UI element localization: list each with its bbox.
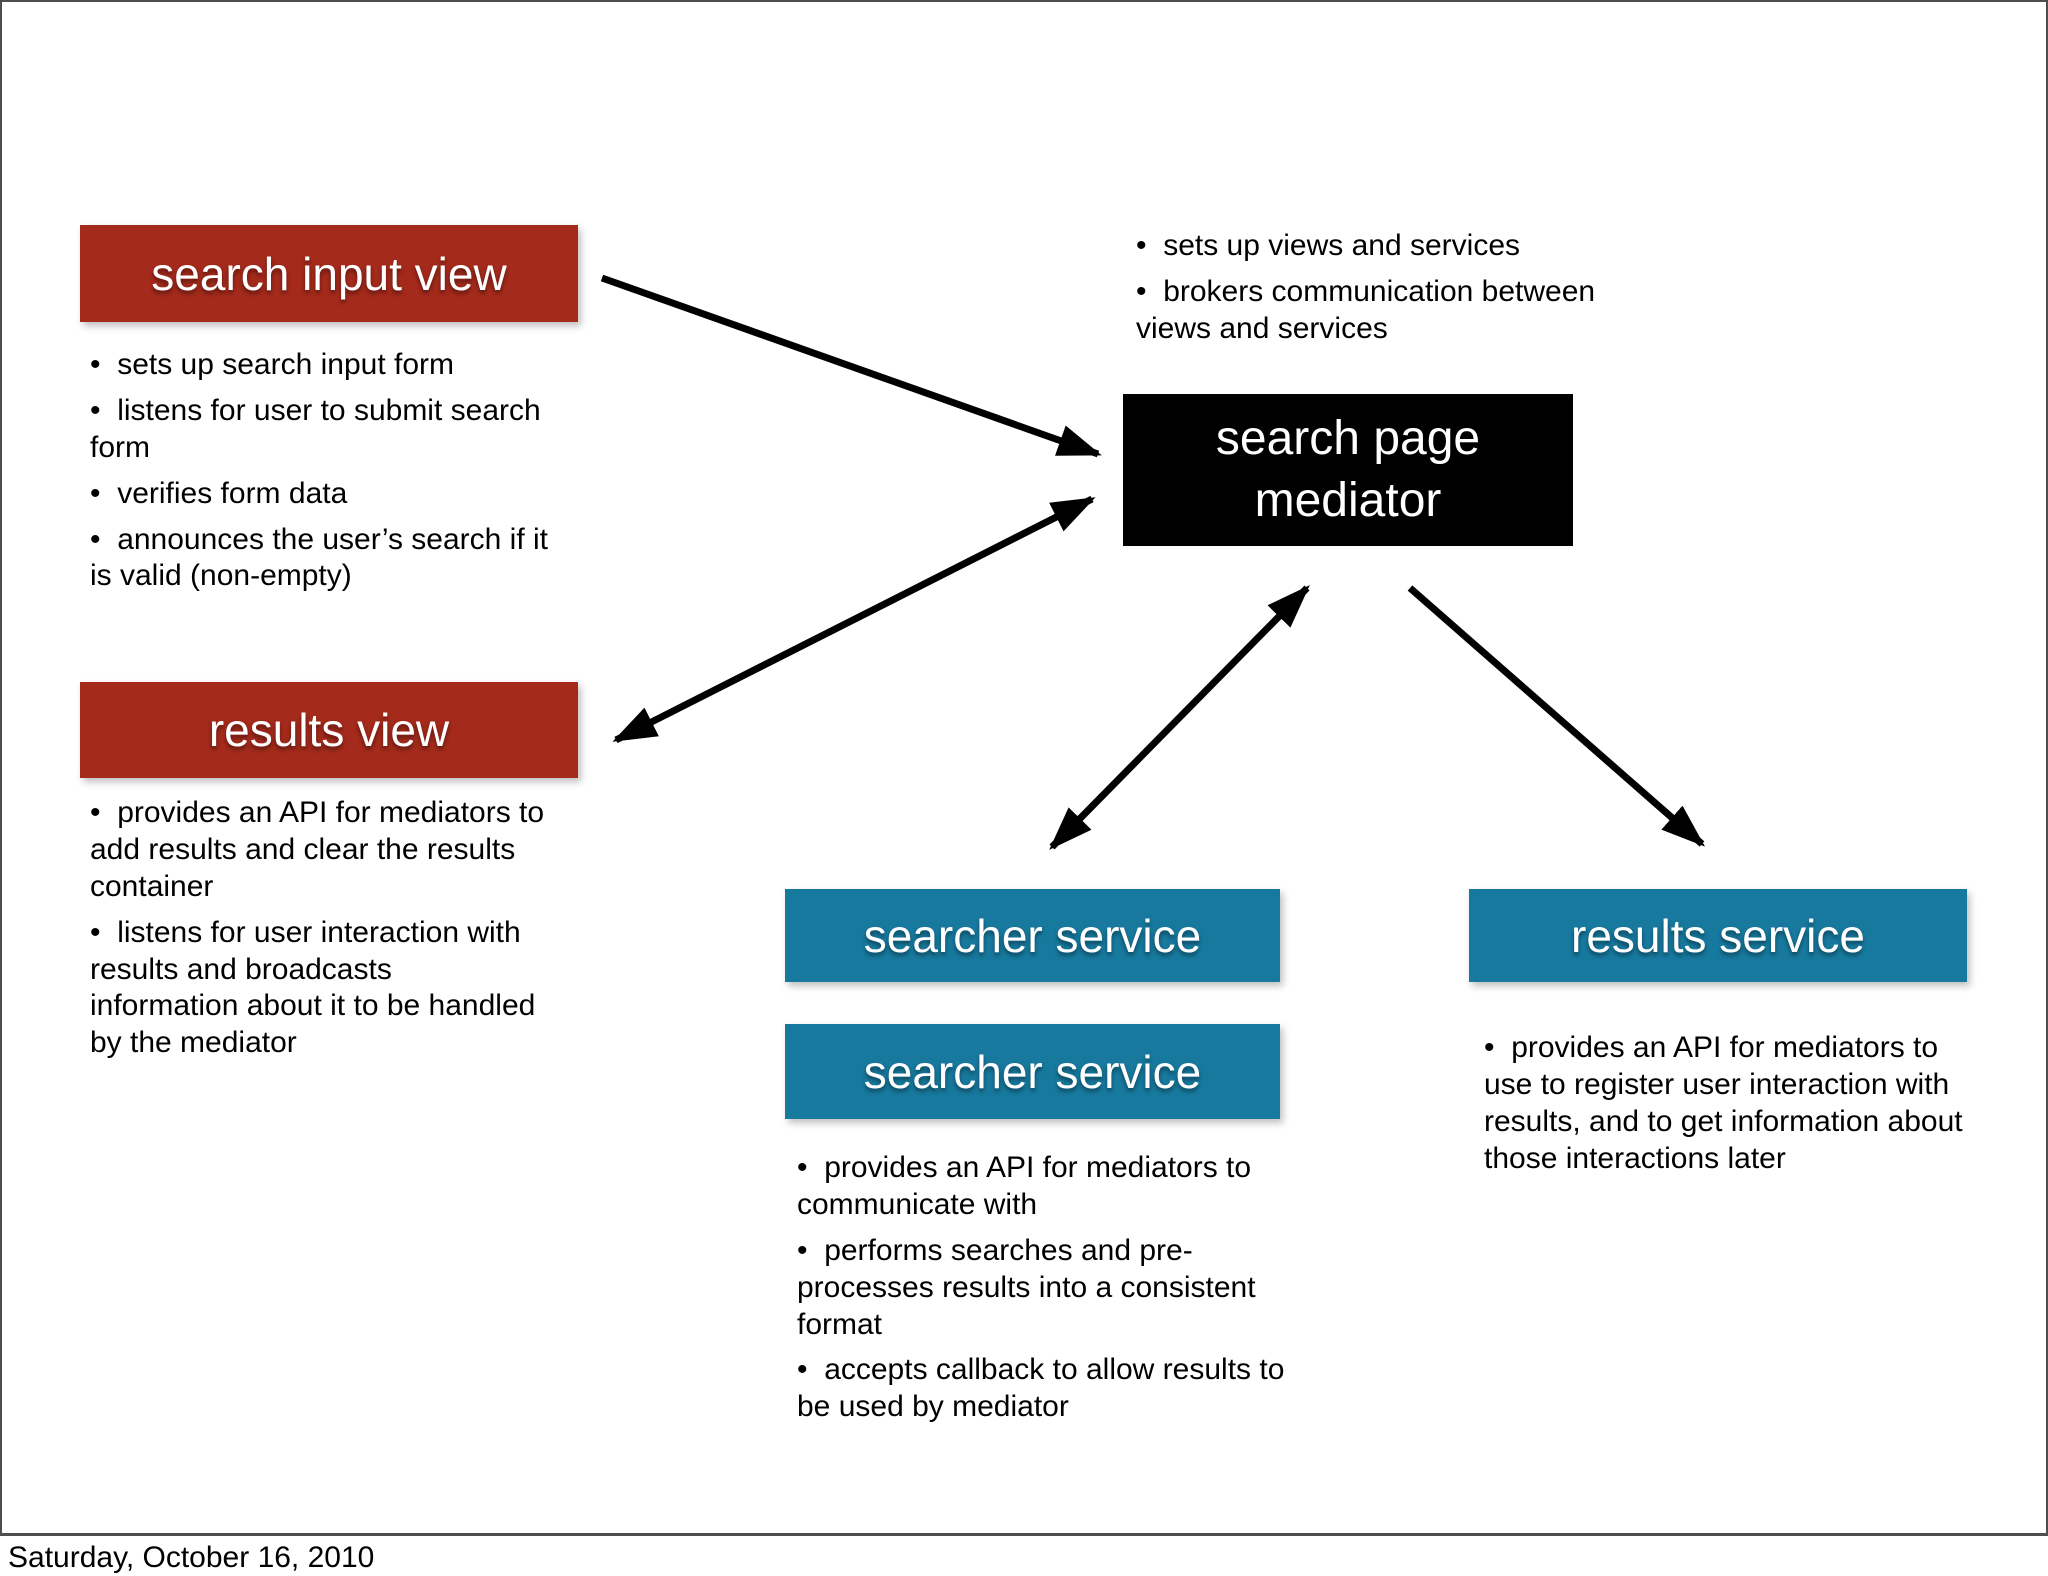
box-results-view-label: results view: [208, 704, 450, 756]
bullet-item: provides an API for mediators to use to …: [1484, 1030, 1974, 1178]
bullet-item: brokers communication between views and …: [1136, 274, 1606, 348]
notes-searcher-service: provides an API for mediators to communi…: [797, 1150, 1297, 1435]
bullet-item: verifies form data: [90, 476, 565, 513]
slide-canvas: search input view results view search pa…: [0, 0, 2048, 1536]
box-results-service-label: results service: [1571, 909, 1865, 962]
notes-results-view: provides an API for mediators to add res…: [90, 795, 545, 1071]
bullet-item: performs searches and pre-processes resu…: [797, 1233, 1297, 1344]
arrow-search-input-to-mediator: [600, 274, 1102, 458]
arrow-mediator-to-results-service: [1407, 585, 1706, 847]
arrow-results-view-mediator-bidirectional: [612, 495, 1096, 744]
notes-search-page-mediator: sets up views and services brokers commu…: [1136, 228, 1606, 357]
notes-search-input-view: sets up search input form listens for us…: [90, 347, 565, 604]
box-search-input-view: search input view: [80, 225, 578, 322]
box-search-page-mediator-label: search page mediator: [1215, 411, 1481, 527]
notes-results-service: provides an API for mediators to use to …: [1484, 1030, 1974, 1187]
bullet-item: listens for user interaction with result…: [90, 915, 545, 1063]
bullet-item: provides an API for mediators to add res…: [90, 795, 545, 906]
box-search-page-mediator: search page mediator: [1123, 394, 1573, 546]
footer-date: Saturday, October 16, 2010: [8, 1541, 375, 1574]
bullet-item: sets up search input form: [90, 347, 565, 384]
bullet-item: listens for user to submit search form: [90, 393, 565, 467]
box-results-view: results view: [80, 682, 578, 778]
bullet-item: sets up views and services: [1136, 228, 1606, 265]
bullet-item: accepts callback to allow results to be …: [797, 1352, 1297, 1426]
box-results-service: results service: [1469, 889, 1967, 982]
bullet-item: provides an API for mediators to communi…: [797, 1150, 1297, 1224]
box-searcher-service-1: searcher service: [785, 889, 1280, 982]
box-searcher-service-2-label: searcher service: [863, 1045, 1202, 1098]
box-search-input-view-label: search input view: [151, 247, 507, 300]
box-searcher-service-2: searcher service: [785, 1024, 1280, 1119]
bullet-item: announces the user’s search if it is val…: [90, 522, 565, 596]
box-searcher-service-1-label: searcher service: [863, 909, 1202, 962]
arrow-mediator-searcher-service-bidirectional: [1049, 585, 1310, 850]
